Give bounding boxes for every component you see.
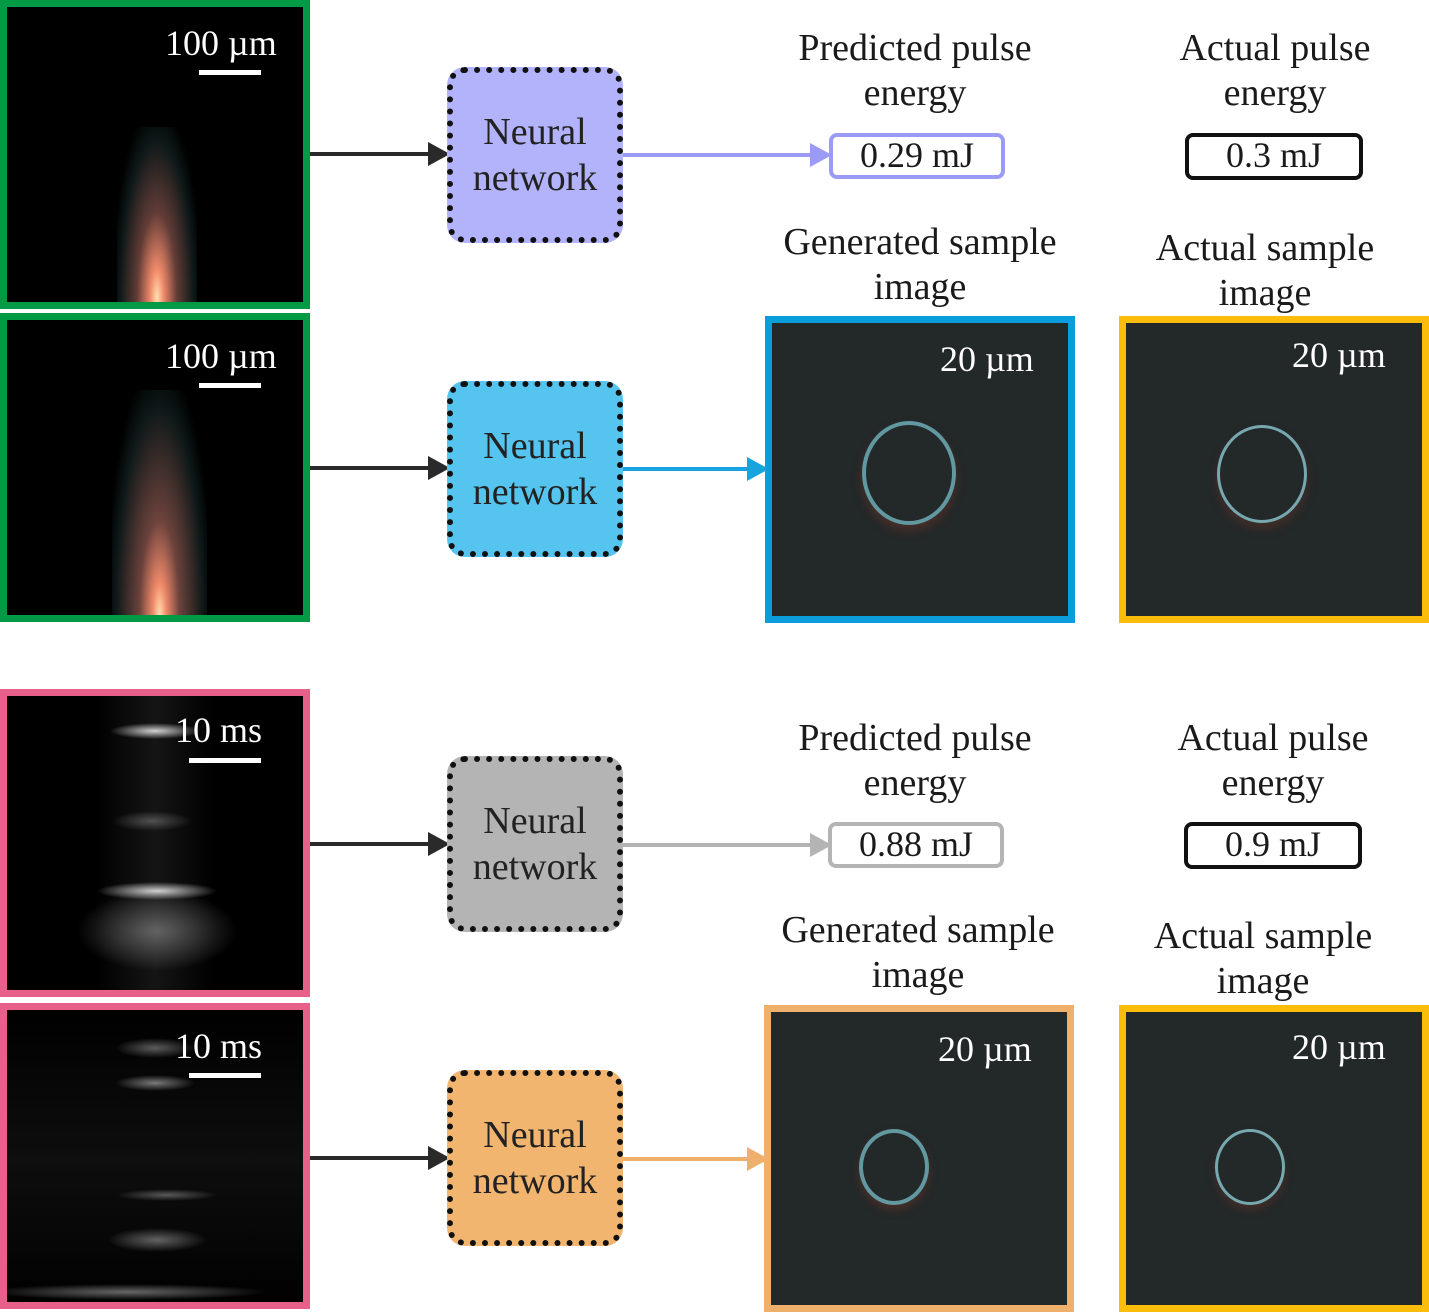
predicted-energy-title-acoustic: Predicted pulse energy xyxy=(760,716,1070,806)
title-line2: energy xyxy=(863,762,967,804)
arrow-nn-to-image xyxy=(623,457,769,481)
arrow-input-to-nn-1 xyxy=(310,142,450,166)
scale-label: 10 ms xyxy=(175,710,263,750)
title-line2: image xyxy=(873,266,967,308)
predicted-energy-value: 0.29 mJ xyxy=(829,133,1005,179)
actual-energy-title: Actual pulse energy xyxy=(1120,26,1429,116)
title-line1: Actual sample xyxy=(1155,227,1375,269)
plume-input-image-2: 100 µm xyxy=(0,313,310,622)
actual-sample-image-top: 20 µm xyxy=(1119,316,1429,623)
title-line2: image xyxy=(1216,960,1310,1002)
title-line2: energy xyxy=(1221,762,1325,804)
title-line1: Predicted pulse xyxy=(798,27,1032,69)
arrow-input-to-nn-2 xyxy=(310,456,450,480)
actual-energy-value-acoustic: 0.9 mJ xyxy=(1184,822,1362,869)
crater-ring xyxy=(862,421,956,525)
generated-sample-image-top: 20 µm xyxy=(765,316,1075,623)
title-line1: Generated sample xyxy=(781,909,1055,951)
nn-label-line2: network xyxy=(472,1160,598,1202)
title-line1: Predicted pulse xyxy=(798,717,1032,759)
plume-glow xyxy=(112,390,207,615)
plume-input-image-1: 100 µm xyxy=(0,0,310,309)
generated-image-title-acoustic: Generated sample image xyxy=(758,908,1078,998)
scale-bar xyxy=(199,70,261,75)
arrow-nn-to-energy-acoustic xyxy=(623,833,832,857)
title-line1: Actual pulse xyxy=(1177,717,1369,759)
arrow-nn-to-image-acoustic xyxy=(623,1147,769,1171)
predicted-energy-title: Predicted pulse energy xyxy=(760,26,1070,116)
scale-label: 10 ms xyxy=(175,1026,263,1066)
spectrogram-bands xyxy=(7,1010,303,1302)
actual-sample-image-bottom: 20 µm xyxy=(1119,1005,1429,1312)
crater-ring xyxy=(859,1129,929,1205)
nn-label-line2: network xyxy=(472,157,598,199)
scale-label: 20 µm xyxy=(940,339,1034,379)
title-line2: image xyxy=(1218,272,1312,314)
scale-bar xyxy=(189,1073,261,1078)
title-line1: Actual pulse xyxy=(1179,27,1371,69)
scale-label: 20 µm xyxy=(1292,335,1386,375)
title-line2: image xyxy=(871,954,965,996)
scale-label: 20 µm xyxy=(938,1029,1032,1069)
predicted-energy-value-acoustic: 0.88 mJ xyxy=(828,822,1004,868)
scale-bar xyxy=(199,383,261,388)
generated-image-title: Generated sample image xyxy=(760,220,1080,310)
nn-label-line1: Neural xyxy=(483,800,587,842)
nn-label-line1: Neural xyxy=(483,111,587,153)
actual-energy-value: 0.3 mJ xyxy=(1185,133,1363,180)
title-line1: Actual sample xyxy=(1153,915,1373,957)
nn-label-line1: Neural xyxy=(483,1114,587,1156)
scale-label: 20 µm xyxy=(1292,1027,1386,1067)
title-line1: Generated sample xyxy=(783,221,1057,263)
scale-label: 100 µm xyxy=(165,336,277,376)
spectrogram-bands xyxy=(7,696,303,990)
crater-ring xyxy=(1217,425,1307,523)
plume-glow xyxy=(117,127,197,302)
actual-image-title: Actual sample image xyxy=(1110,226,1420,316)
nn-label-line2: network xyxy=(472,846,598,888)
scale-bar xyxy=(189,758,261,763)
actual-energy-title-acoustic: Actual pulse energy xyxy=(1118,716,1428,806)
generated-sample-image-bottom: 20 µm xyxy=(764,1005,1074,1312)
title-line2: energy xyxy=(1223,72,1327,114)
actual-image-title-acoustic: Actual sample image xyxy=(1108,914,1418,1004)
spectrogram-input-image-1: 10 ms xyxy=(0,689,310,997)
nn-label-line2: network xyxy=(472,471,598,513)
spectrogram-input-image-2: 10 ms xyxy=(0,1003,310,1309)
nn-label-line1: Neural xyxy=(483,425,587,467)
arrow-input-to-nn-3 xyxy=(310,832,450,856)
title-line2: energy xyxy=(863,72,967,114)
scale-label: 100 µm xyxy=(165,23,277,63)
arrow-nn-to-energy xyxy=(623,143,832,167)
crater-ring xyxy=(1215,1129,1285,1205)
arrow-input-to-nn-4 xyxy=(310,1146,450,1170)
